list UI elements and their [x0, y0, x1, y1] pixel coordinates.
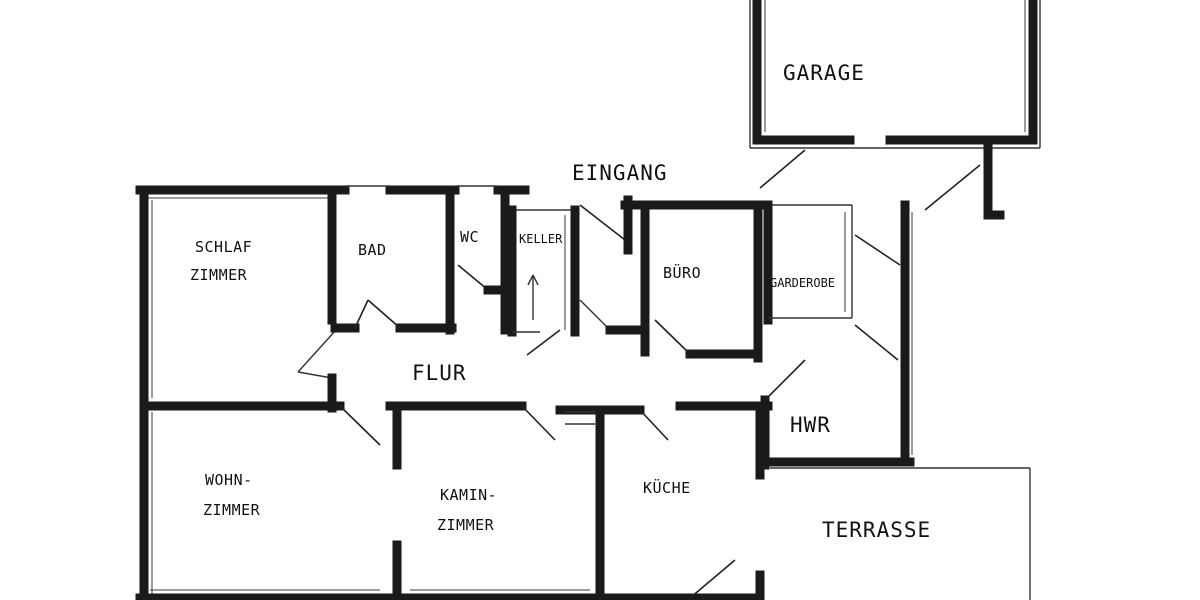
label-terrasse: TERRASSE	[822, 518, 931, 542]
label-hwr: HWR	[790, 413, 831, 437]
label-kamin-line2: ZIMMER	[437, 516, 495, 534]
garage-walls	[749, 0, 1041, 149]
label-wohn-line1: WOHN-	[205, 471, 253, 489]
label-buero: BÜRO	[663, 263, 701, 282]
label-kueche: KÜCHE	[643, 478, 691, 497]
interior-walls	[139, 190, 915, 600]
label-schlaf-line2: ZIMMER	[190, 266, 248, 284]
label-flur: FLUR	[412, 361, 467, 385]
label-garderobe: GARDEROBE	[770, 276, 835, 290]
label-wohn-line2: ZIMMER	[203, 501, 261, 519]
label-bad: BAD	[358, 241, 387, 259]
label-keller: KELLER	[519, 232, 563, 246]
label-garage: GARAGE	[783, 61, 865, 85]
terrasse-outline	[770, 467, 1031, 600]
label-eingang: EINGANG	[572, 161, 668, 185]
label-kamin-line1: KAMIN-	[440, 486, 497, 504]
garage-side-door	[759, 143, 1005, 220]
outer-walls	[135, 185, 765, 600]
label-schlaf-line1: SCHLAF	[195, 238, 252, 256]
label-wc: WC	[460, 228, 479, 246]
